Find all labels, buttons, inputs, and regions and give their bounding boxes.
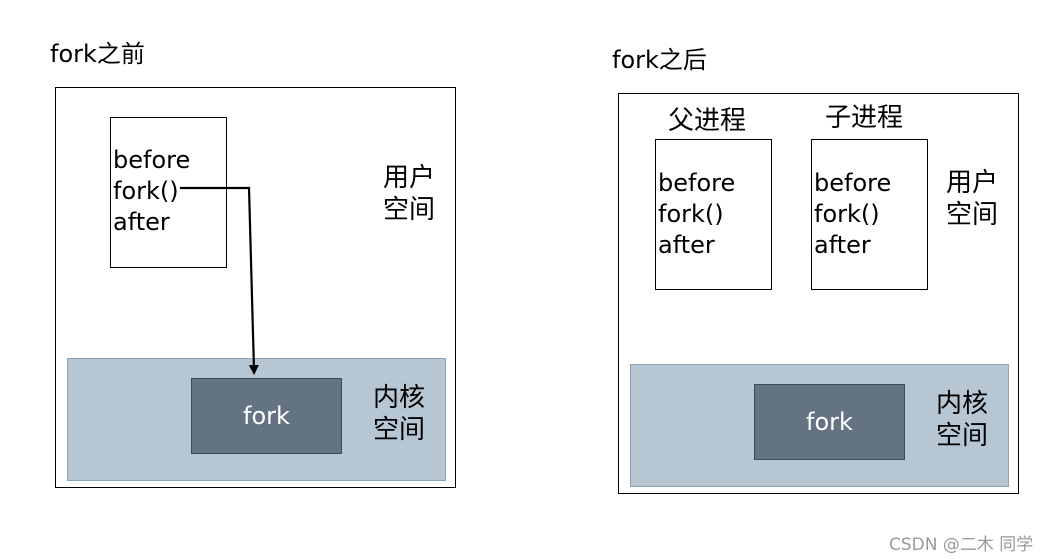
right-fork-syscall-box: fork — [754, 384, 905, 460]
left-diagram-title: fork之前 — [50, 40, 145, 68]
child-code-line-before: before — [814, 169, 892, 197]
right-user-space-line1: 用户 — [946, 168, 999, 198]
child-code-box — [811, 139, 928, 290]
left-user-space-line1: 用户 — [383, 163, 436, 193]
right-user-space-line2: 空间 — [946, 200, 999, 230]
right-kernel-space-label: 内核 空间 — [936, 388, 996, 452]
left-code-line-before: before — [113, 146, 191, 174]
child-code-line-fork: fork() — [814, 200, 880, 228]
child-code-line-after: after — [814, 231, 871, 259]
left-code-line-after: after — [113, 208, 170, 236]
left-code-line-fork: fork() — [113, 177, 179, 205]
csdn-watermark: CSDN @二木 同学 — [889, 535, 1034, 555]
left-kernel-space-line2: 空间 — [373, 415, 426, 445]
parent-process-label: 父进程 — [668, 106, 747, 136]
child-process-label: 子进程 — [825, 103, 904, 133]
parent-code-line-fork: fork() — [658, 200, 724, 228]
parent-code-box — [655, 139, 772, 290]
left-kernel-space-line1: 内核 — [373, 383, 426, 413]
right-kernel-space-line1: 内核 — [936, 389, 989, 419]
left-kernel-space-label: 内核 空间 — [373, 382, 433, 446]
left-user-space-line2: 空间 — [383, 195, 436, 225]
left-fork-syscall-box: fork — [191, 378, 342, 454]
right-kernel-space-line2: 空间 — [936, 421, 989, 451]
left-user-space-label: 用户 空间 — [383, 162, 443, 226]
right-diagram-title: fork之后 — [612, 46, 707, 74]
parent-code-line-after: after — [658, 231, 715, 259]
parent-code-line-before: before — [658, 169, 736, 197]
right-user-space-label: 用户 空间 — [946, 167, 1006, 231]
